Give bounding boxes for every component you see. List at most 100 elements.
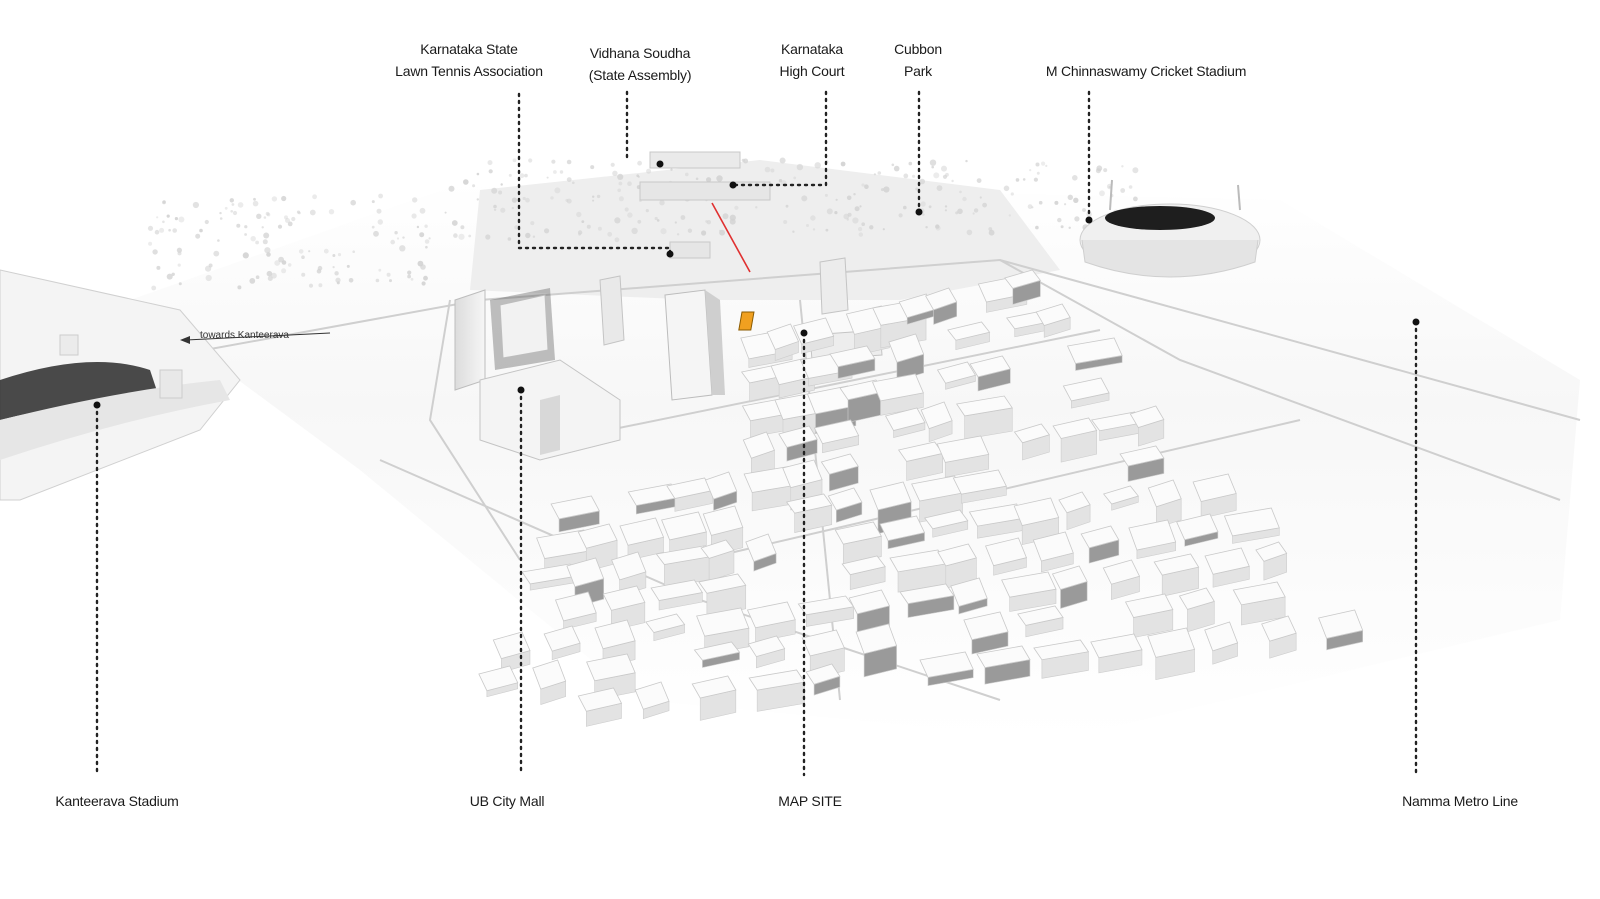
city-block [950, 577, 988, 615]
leader-lines [93, 90, 1420, 777]
city-block [1035, 303, 1071, 338]
city-block [884, 407, 926, 438]
kanteerava-stadium-model [0, 269, 241, 501]
city-block [1318, 609, 1364, 651]
city-block [666, 477, 714, 512]
city-block [1129, 405, 1165, 447]
city-block [956, 395, 1013, 440]
city-block [899, 583, 955, 618]
city-block [855, 623, 898, 678]
city-block [793, 317, 835, 354]
city-block [1033, 639, 1090, 679]
city-block [704, 471, 738, 511]
city-block [532, 659, 567, 705]
city-block [898, 293, 935, 325]
city-block [1128, 519, 1177, 560]
city-block [661, 511, 707, 554]
city-block [1013, 423, 1051, 461]
label-chinnaswamy: M Chinnaswamy Cricket Stadium [1045, 63, 1247, 79]
city-block [925, 287, 958, 325]
city-block [1102, 559, 1141, 601]
city-block [963, 611, 1009, 655]
city-block [952, 469, 1007, 504]
city-block [1176, 513, 1219, 547]
city-block [976, 645, 1031, 685]
link-line [711, 202, 751, 273]
city-block [1051, 565, 1088, 609]
city-block [746, 601, 796, 643]
city-block [1052, 417, 1098, 463]
city-block [785, 493, 833, 533]
city-block [1062, 377, 1110, 409]
label-vidhana-soudha: Vidhana Soudha(State Assembly) [588, 45, 692, 83]
city-block [805, 663, 841, 696]
city-block [968, 503, 1026, 539]
city-block [813, 419, 860, 454]
city-block [924, 509, 969, 538]
city-block [550, 495, 600, 533]
city-block [1032, 531, 1074, 573]
city-block [634, 681, 670, 720]
city-block [1090, 633, 1143, 674]
label-kanteerava: Kanteerava Stadium [55, 793, 179, 809]
city-block [745, 533, 777, 572]
city-block [920, 401, 953, 443]
city-block [492, 631, 531, 673]
city-block [478, 665, 519, 698]
city-block [543, 625, 581, 661]
label-metro-line: Namma Metro Line [1402, 793, 1518, 809]
arrow-towards-kanteerava [180, 332, 331, 344]
city-block [1204, 621, 1239, 665]
city-block [919, 651, 974, 686]
city-block [829, 345, 876, 379]
city-block [1124, 593, 1174, 638]
city-block [778, 425, 818, 462]
label-map-site: MAP SITE [778, 793, 842, 809]
city-block [947, 321, 991, 350]
vidhana-soudha-model [639, 151, 771, 259]
city-block [1178, 587, 1215, 633]
city-block [577, 523, 618, 572]
city-block [1223, 507, 1280, 544]
city-block [841, 555, 886, 590]
city-block [650, 579, 703, 611]
city-block [936, 361, 977, 390]
city-block [871, 373, 924, 416]
city-block [1080, 525, 1120, 564]
city-block [839, 379, 885, 423]
city-block [1255, 541, 1288, 581]
city-block [693, 641, 741, 668]
city-block [1004, 269, 1042, 305]
city-block [985, 537, 1027, 576]
city-block [554, 591, 597, 630]
city-block [1066, 337, 1123, 371]
city-block [645, 613, 686, 642]
city-block [747, 635, 786, 669]
city-block [577, 687, 623, 727]
city-block [827, 487, 863, 523]
city-block [1192, 473, 1237, 519]
city-block [888, 333, 925, 382]
city-block [1119, 445, 1165, 482]
city-block [766, 323, 800, 361]
label-ub-city: UB City Mall [469, 793, 545, 809]
chinnaswamy-stadium-model [1079, 179, 1261, 278]
map-site-marker [738, 311, 755, 331]
city-block [1147, 627, 1196, 680]
cubbon-park-area [470, 160, 1060, 300]
city-block [1261, 615, 1297, 659]
city-block [1058, 491, 1091, 531]
city-block [691, 675, 737, 721]
city-block [936, 435, 990, 478]
city-block [1204, 547, 1250, 588]
city-block [1232, 581, 1286, 626]
towers [454, 257, 883, 461]
city-block [1147, 479, 1182, 529]
city-block [969, 355, 1011, 392]
city-block [1102, 485, 1139, 511]
city-block [820, 453, 859, 492]
city-block [1001, 571, 1057, 612]
